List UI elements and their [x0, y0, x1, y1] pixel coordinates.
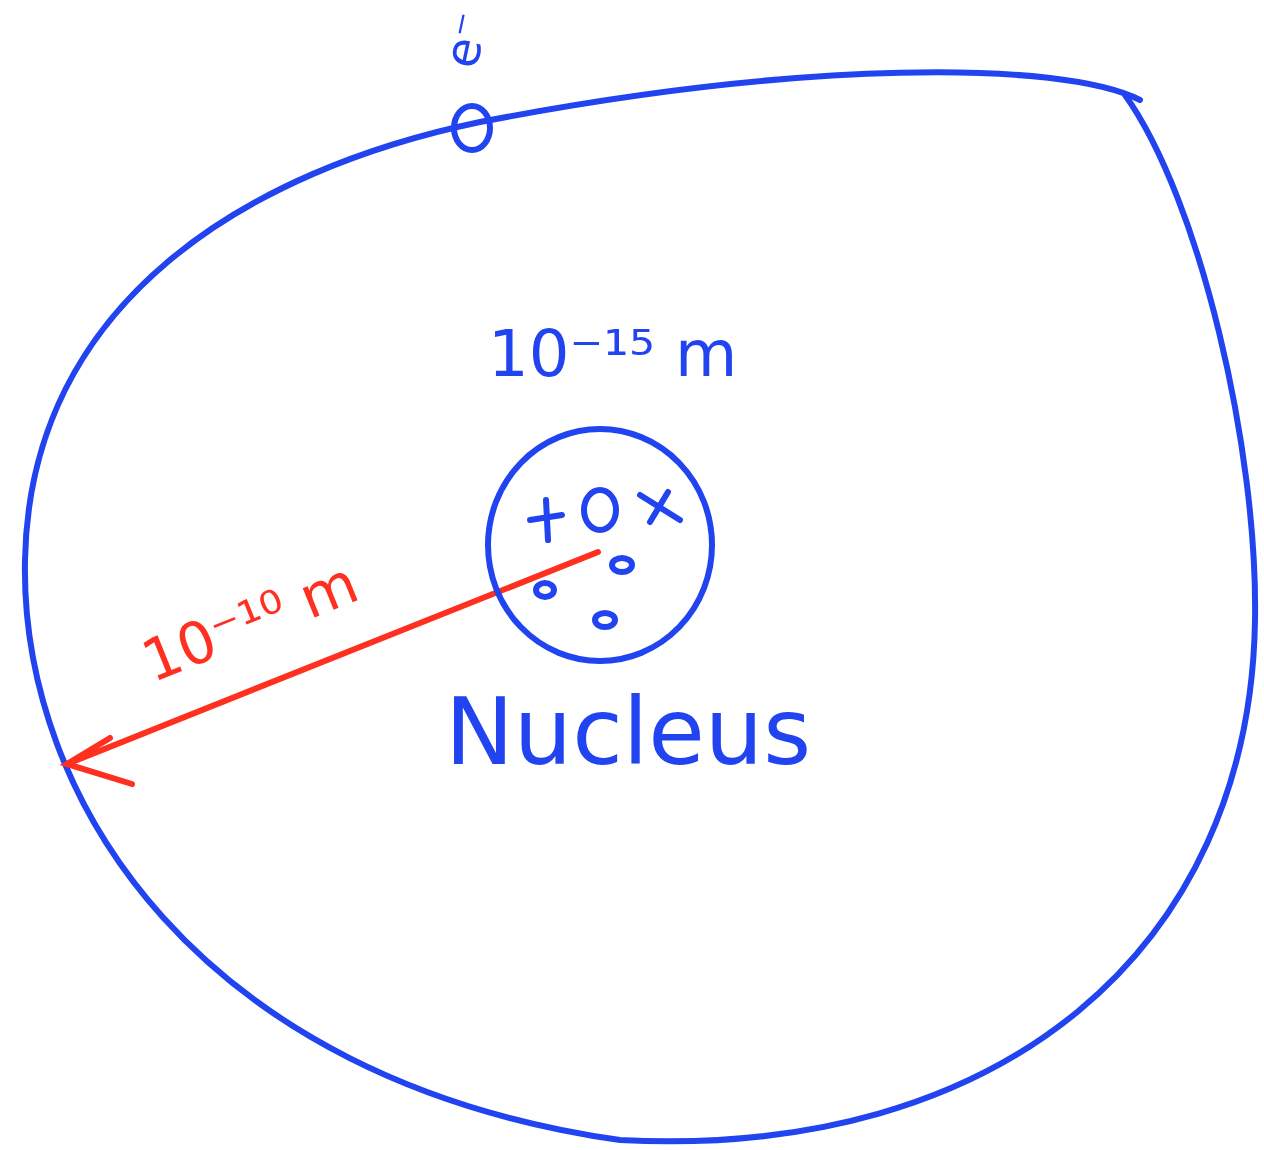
- neutron-symbol: [584, 490, 616, 530]
- outline-ellipse: [488, 429, 712, 661]
- nucleus-node: Nucleus: [440, 425, 920, 805]
- proton-symbol: [640, 492, 680, 522]
- outline-ellipse: [454, 106, 490, 150]
- neutron-symbol: [612, 558, 632, 572]
- proton-symbol: [530, 500, 562, 540]
- node-label: Nucleus: [445, 687, 811, 779]
- nucleus-size: 10⁻¹⁵ m: [488, 322, 737, 386]
- neutron-symbol: [536, 583, 554, 597]
- node-label: e⁻: [436, 8, 494, 72]
- atom-radius: 10⁻¹⁰ m: [134, 553, 365, 691]
- arrow-head: [67, 738, 132, 784]
- neutron-symbol: [595, 613, 615, 627]
- atom-boundary: [25, 72, 1255, 1141]
- nucleons: [530, 490, 680, 627]
- electron-node: e⁻: [420, 10, 530, 160]
